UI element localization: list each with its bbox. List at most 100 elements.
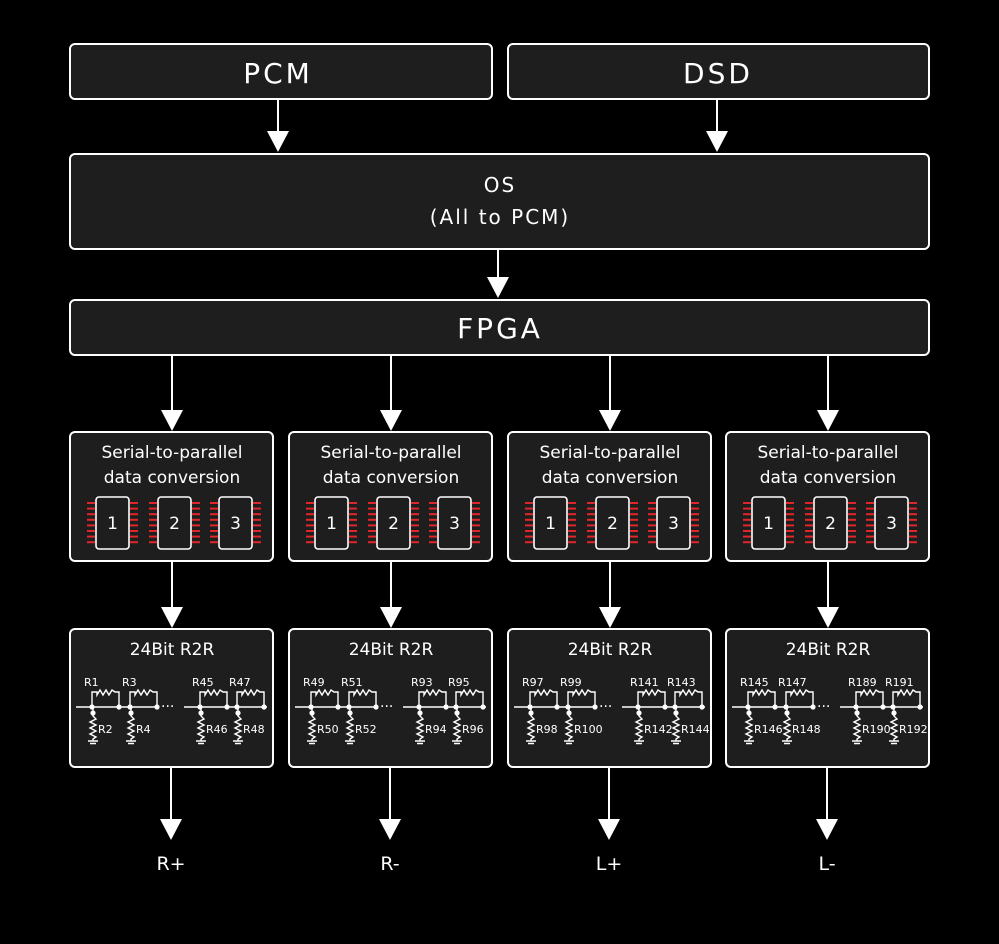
chip-number: 3 <box>886 514 897 534</box>
series-resistor-icon <box>455 688 484 707</box>
arrow-head <box>816 819 838 840</box>
r2r-block: 24Bit R2R···R97R98R99R100R141R142R143R14… <box>507 628 712 768</box>
shunt-resistor-label: R144 <box>681 723 710 736</box>
arrow-head <box>161 410 183 431</box>
series-resistor-icon <box>785 688 814 707</box>
down-arrow <box>599 562 621 628</box>
chip-icon: 3 <box>210 496 261 550</box>
os-sublabel: (All to PCM) <box>430 205 570 229</box>
down-arrow <box>160 768 182 840</box>
arrow-head <box>599 410 621 431</box>
node-dot <box>880 704 886 710</box>
chip-body <box>218 496 253 550</box>
arrow-head <box>160 819 182 840</box>
shunt-resistor-icon <box>889 707 899 745</box>
series-resistor-icon <box>747 688 776 707</box>
shunt-resistor-icon <box>452 707 462 745</box>
series-resistor-label: R141 <box>630 676 659 689</box>
node-dot <box>308 704 314 710</box>
node-dot <box>772 704 778 710</box>
series-resistor-label: R47 <box>229 676 251 689</box>
chip-body <box>595 496 630 550</box>
node-dot <box>890 704 896 710</box>
series-resistor-icon <box>129 688 158 707</box>
output-label: L+ <box>596 853 623 875</box>
shunt-resistor-icon <box>196 707 206 745</box>
chip-number: 1 <box>326 514 337 534</box>
node-dot <box>453 704 459 710</box>
dsd-block: DSD <box>507 43 930 100</box>
down-arrow <box>598 768 620 840</box>
series-resistor-label: R189 <box>848 676 877 689</box>
shunt-resistor-label: R52 <box>355 723 377 736</box>
ellipsis: ··· <box>817 699 830 715</box>
arrow-head <box>598 819 620 840</box>
converter-title-line2: data conversion <box>104 468 240 488</box>
r2r-title: 24Bit R2R <box>786 640 871 660</box>
series-resistor-icon <box>892 688 921 707</box>
series-resistor-label: R51 <box>341 676 363 689</box>
os-block: OS (All to PCM) <box>69 153 930 250</box>
series-resistor-label: R143 <box>667 676 696 689</box>
shunt-resistor-icon <box>233 707 243 745</box>
chip-icon: 1 <box>87 496 138 550</box>
node-dot <box>699 704 705 710</box>
node-dot <box>565 704 571 710</box>
arrow-head <box>817 607 839 628</box>
series-resistor-label: R49 <box>303 676 325 689</box>
chip-body <box>656 496 691 550</box>
chip-icon: 2 <box>149 496 200 550</box>
node-dot <box>853 704 859 710</box>
fpga-block: FPGA <box>69 299 930 356</box>
node-dot <box>673 710 679 716</box>
chip-number: 2 <box>169 514 180 534</box>
r2r-box <box>507 628 712 768</box>
shunt-resistor-label: R50 <box>317 723 339 736</box>
node-dot <box>154 704 160 710</box>
chip-number: 3 <box>230 514 241 534</box>
down-arrow <box>817 356 839 431</box>
node-dot <box>309 710 315 716</box>
node-dot <box>234 704 240 710</box>
chip-body <box>314 496 349 550</box>
node-dot <box>116 704 122 710</box>
shunt-resistor-icon <box>782 707 792 745</box>
down-arrow <box>267 100 289 152</box>
node-dot <box>636 710 642 716</box>
output-label: R+ <box>156 853 185 875</box>
series-resistor-icon <box>91 688 120 707</box>
shunt-resistor-label: R190 <box>862 723 891 736</box>
converter-title-line2: data conversion <box>760 468 896 488</box>
converter-title-line2: data conversion <box>323 468 459 488</box>
output-label: R- <box>380 853 399 875</box>
node-dot <box>527 704 533 710</box>
channels: Serial-to-parallel data conversion 1 2 3 24Bi… <box>69 356 930 875</box>
series-resistor-icon <box>855 688 884 707</box>
node-dot <box>197 704 203 710</box>
chip-body <box>157 496 192 550</box>
arrow-head <box>161 607 183 628</box>
series-resistor-label: R1 <box>84 676 99 689</box>
node-dot <box>224 704 230 710</box>
node-dot <box>128 710 134 716</box>
series-resistor-icon <box>637 688 666 707</box>
r2r-title: 24Bit R2R <box>130 640 215 660</box>
converter-title-line1: Serial-to-parallel <box>321 443 462 463</box>
node-dot <box>592 704 598 710</box>
shunt-resistor-icon <box>126 707 136 745</box>
node-dot <box>416 704 422 710</box>
arrow-head <box>487 277 509 298</box>
ellipsis: ··· <box>380 699 393 715</box>
arrow-head <box>817 410 839 431</box>
chip-number: 1 <box>545 514 556 534</box>
shunt-resistor-icon <box>564 707 574 745</box>
series-resistor-icon <box>529 688 558 707</box>
shunt-resistor-label: R148 <box>792 723 821 736</box>
node-dot <box>335 704 341 710</box>
series-resistor-label: R147 <box>778 676 807 689</box>
